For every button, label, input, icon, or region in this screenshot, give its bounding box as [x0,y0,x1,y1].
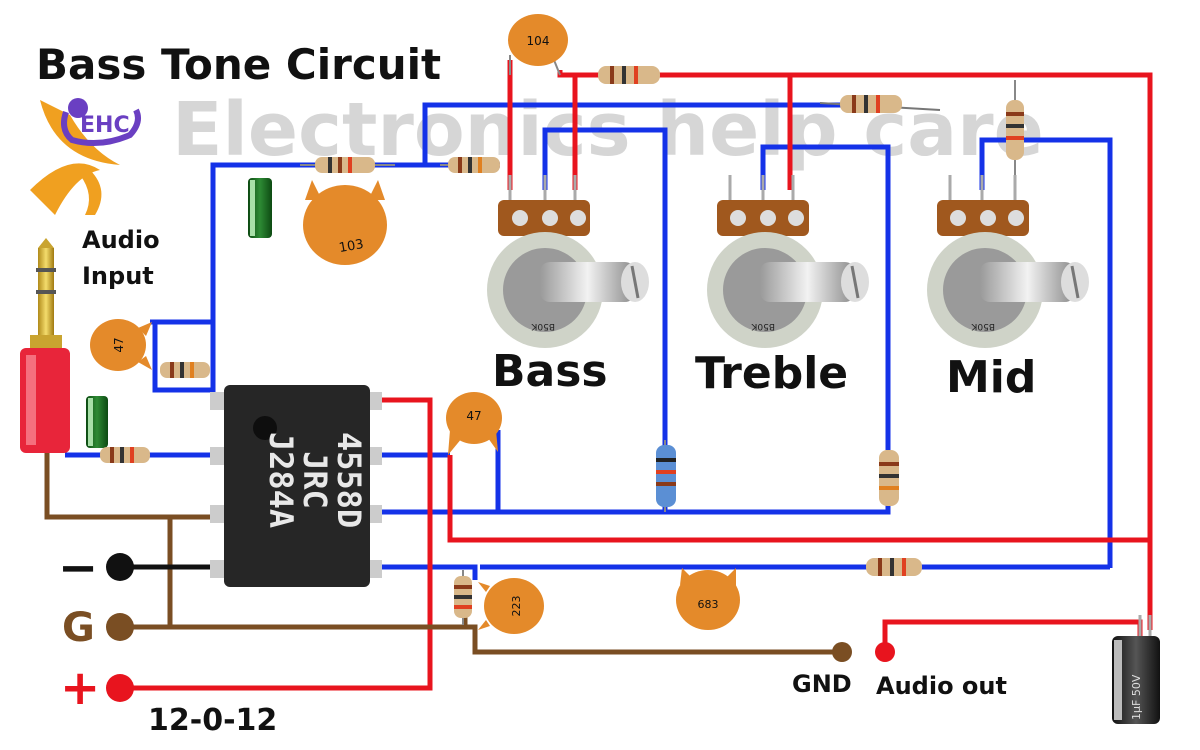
audio-input-label-line2: Input [82,262,154,290]
gnd-out-label: GND [792,670,852,698]
chip-line2: JRC [296,451,334,509]
terminal-audio-out [875,642,895,662]
cap-103-label: 103 [338,237,365,256]
logo-text: EHC [80,113,130,138]
ceramic-capacitor-47-left: 47 [90,319,152,371]
ceramic-capacitor-103: 103 [303,180,387,265]
audio-out-label: Audio out [876,672,1007,700]
resistors [100,66,1024,625]
ceramic-capacitor-683: 683 [676,568,740,630]
resistor-r11 [454,570,472,625]
resistor-r4 [819,95,941,113]
electrolytic-capacitor-output: 1µF 50V [1112,615,1160,724]
resistor-r7 [866,558,922,576]
terminal-gnd-out [832,642,852,662]
pot-treble-marking: B50K [750,321,775,331]
ceramic-capacitor-104: 104 [508,14,568,76]
potentiometer-bass: B50K [487,175,649,348]
potentiometer-mid: B50K [927,175,1089,348]
ground-label: G [62,605,95,651]
cap-47-left-label: 47 [112,337,126,352]
ceramic-capacitor-47-right: 47 [446,392,502,455]
cap-47-right-label: 47 [466,409,481,423]
resistor-r5 [160,362,210,378]
supply-label: 12-0-12 [148,703,278,738]
pot-bass-marking: B50K [530,321,555,331]
plus-label: + [60,660,101,716]
resistor-r9 [656,440,676,512]
pot-mid-marking: B50K [970,321,995,331]
minus-label: − [58,540,99,596]
resistor-r3 [598,66,660,84]
resistor-r10 [879,450,899,506]
page-title: Bass Tone Circuit [36,40,442,89]
terminal-ground [106,613,134,641]
terminal-positive [106,674,134,702]
out-cap-marking: 1µF 50V [1130,674,1143,720]
chip-line3: J284A [262,432,300,528]
terminal-negative [106,553,134,581]
cap-223-label: 223 [510,596,523,617]
ic-4558d: 4558D JRC J284A [210,385,382,587]
cap-683-label: 683 [698,598,719,611]
bass-label: Bass [492,346,608,397]
treble-label: Treble [695,348,849,399]
resistor-r2 [440,157,500,173]
electrolytic-capacitor-small [86,396,108,448]
ceramic-capacitor-223: 223 [478,578,544,634]
audio-input-label-line1: Audio [82,226,160,254]
resistor-r6 [100,447,150,463]
cap-104-label: 104 [527,34,550,48]
audio-input-jack [20,238,70,453]
electrolytic-capacitor-input [248,178,272,238]
mid-label: Mid [946,352,1037,403]
resistor-r1 [300,157,395,173]
chip-line1: 4558D [330,432,368,528]
potentiometer-treble: B50K [707,175,869,348]
ehc-logo: EHC [30,98,141,215]
